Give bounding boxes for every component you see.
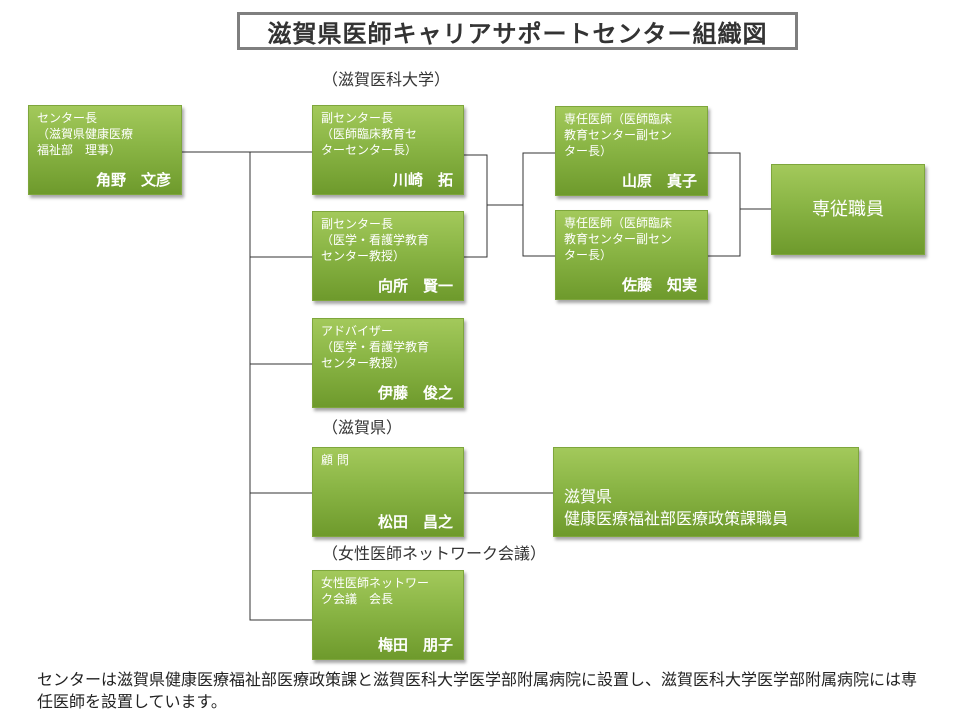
node-advisor: アドバイザー （医学・看護学教育 センター教授） 伊藤 俊之 — [312, 318, 464, 408]
node-prefecture-staff: 滋賀県 健康医療福祉部医療政策課職員 — [553, 447, 859, 537]
node-vice-director-2-name: 向所 賢一 — [377, 277, 453, 295]
director-trunk-line — [182, 151, 312, 621]
node-advisor-role: アドバイザー （医学・看護学教育 センター教授） — [321, 324, 430, 370]
node-doctor-2-role: 専任医師（医師臨床 教育センター副セン ター長） — [564, 216, 673, 262]
section-prefecture-label: （滋賀県） — [322, 418, 403, 437]
node-vice-director-2-role: 副センター長 （医学・看護学教育 センター教授） — [321, 217, 430, 263]
footnote: センターは滋賀県健康医療福祉部医療政策課と滋賀医科大学医学部附属病院に設置し、滋… — [37, 670, 918, 711]
node-dedicated-staff: 専従職員 — [771, 164, 925, 255]
node-doctor-2: 専任医師（医師臨床 教育センター副セン ター長） 佐藤 知実 — [555, 210, 708, 300]
node-doctor-1-name: 山原 真子 — [621, 172, 697, 190]
node-vice-director-2: 副センター長 （医学・看護学教育 センター教授） 向所 賢一 — [312, 211, 464, 301]
node-consultant: 顧 問 松田 昌之 — [312, 447, 464, 537]
node-consultant-name: 松田 昌之 — [377, 513, 453, 531]
node-doctor-1: 専任医師（医師臨床 教育センター副セン ター長） 山原 真子 — [555, 106, 708, 196]
node-vice-director-1-role: 副センター長 （医師臨床教育セ ターセンター長） — [321, 111, 418, 157]
node-vice-director-1-name: 川崎 拓 — [392, 171, 453, 189]
node-vice-director-1: 副センター長 （医師臨床教育セ ターセンター長） 川崎 拓 — [312, 105, 464, 195]
node-doctor-1-role: 専任医師（医師臨床 教育センター副セン ター長） — [564, 112, 673, 158]
vice-join-line — [464, 154, 488, 258]
node-dedicated-staff-label: 専従職員 — [812, 198, 884, 220]
node-prefecture-staff-label: 滋賀県 健康医療福祉部医療政策課職員 — [564, 487, 789, 528]
node-consultant-role: 顧 問 — [321, 453, 349, 467]
node-director-name: 角野 文彦 — [95, 171, 171, 189]
node-advisor-name: 伊藤 俊之 — [377, 384, 453, 402]
node-network-chair: 女性医師ネットワー ク会議 会長 梅田 朋子 — [312, 570, 464, 660]
page-title: 滋賀県医師キャリアサポートセンター組織図 — [237, 12, 798, 50]
node-doctor-2-name: 佐藤 知実 — [621, 276, 697, 294]
node-network-chair-name: 梅田 朋子 — [377, 636, 453, 654]
doctors-right-join-line — [708, 152, 741, 257]
doctors-join-line — [522, 152, 555, 257]
node-director-role: センター長 （滋賀県健康医療 福祉部 理事） — [37, 111, 134, 157]
node-network-chair-role: 女性医師ネットワー ク会議 会長 — [321, 576, 430, 606]
section-network-label: （女性医師ネットワーク会議） — [322, 544, 547, 563]
section-university-label: （滋賀医科大学） — [322, 70, 451, 89]
node-director: センター長 （滋賀県健康医療 福祉部 理事） 角野 文彦 — [28, 105, 182, 195]
